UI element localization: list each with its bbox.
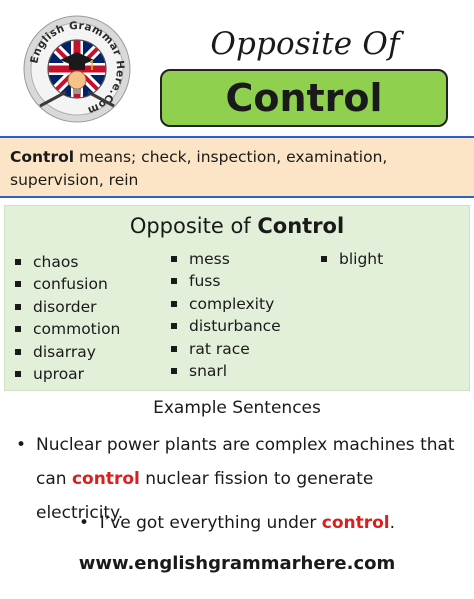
list-item: rat race xyxy=(167,338,281,360)
list-item: uproar xyxy=(11,363,120,385)
example-1-keyword: control xyxy=(71,469,140,489)
example-sentence-2: • I’ve got everything under control. xyxy=(0,506,474,540)
meaning-word: Control xyxy=(10,148,75,166)
meaning-box: Control means; check, inspection, examin… xyxy=(0,136,474,198)
keyword-text: Control xyxy=(225,76,383,120)
opposites-column-2: mess fuss complexity disturbance rat rac… xyxy=(167,248,281,382)
page-title: Opposite Of xyxy=(210,26,400,62)
list-item: confusion xyxy=(11,273,120,295)
example-1-line-1: • Nuclear power plants are complex machin… xyxy=(14,428,460,462)
list-item: mess xyxy=(167,248,281,270)
site-logo: English Grammar Here.Com xyxy=(22,14,132,124)
list-item: disorder xyxy=(11,296,120,318)
opposites-title-word: Control xyxy=(257,214,345,238)
footer-url: www.englishgrammarhere.com xyxy=(78,553,396,574)
list-item: snarl xyxy=(167,360,281,382)
opposites-column-1: chaos confusion disorder commotion disar… xyxy=(11,251,120,385)
opposites-title-prefix: Opposite of xyxy=(129,214,258,238)
list-item: commotion xyxy=(11,318,120,340)
list-item: disturbance xyxy=(167,315,281,337)
example-1-text-before: Nuclear power plants are complex machine… xyxy=(36,435,455,455)
list-item: disarray xyxy=(11,341,120,363)
list-item: complexity xyxy=(167,293,281,315)
example-1-text-after: nuclear fission to generate electricity. xyxy=(36,469,374,523)
keyword-banner: Control xyxy=(160,69,448,127)
example-2-text-after: . xyxy=(389,513,396,533)
list-item: fuss xyxy=(167,270,281,292)
opposites-title: Opposite of Control xyxy=(5,214,469,238)
example-1-line2-before: can xyxy=(36,469,72,489)
example-2-keyword: control xyxy=(321,513,390,533)
bullet-dot: • xyxy=(16,435,27,455)
example-heading: Example Sentences xyxy=(153,398,321,418)
meaning-text: means; check, inspection, examination, s… xyxy=(10,148,388,189)
example-sentence-1: • Nuclear power plants are complex machin… xyxy=(14,428,460,530)
example-1-line-2: can control nuclear fission to generate … xyxy=(14,462,460,530)
list-item: chaos xyxy=(11,251,120,273)
opposites-box: Opposite of Control chaos confusion diso… xyxy=(4,205,470,391)
bullet-dot: • xyxy=(78,513,89,533)
opposites-column-3: blight xyxy=(317,248,383,270)
grammar-logo-icon: English Grammar Here.Com xyxy=(23,15,131,123)
list-item: blight xyxy=(317,248,383,270)
example-2-text-before: I’ve got everything under xyxy=(99,513,322,533)
